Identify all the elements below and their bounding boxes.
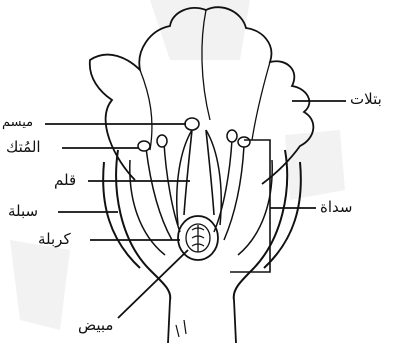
leader-lines [45,101,346,318]
label-petals: بتلات [350,92,382,107]
sepal-left [116,150,170,300]
leader-ovary [118,250,188,318]
style-tube [184,130,214,215]
label-carpel: كربلة [38,232,71,247]
watermark [10,0,345,330]
stem-left [168,300,170,343]
stem-right [234,300,236,343]
inner-wall-right [238,160,272,255]
stigma-head [185,118,199,130]
label-ovary: مبيض [78,318,113,333]
anthers [138,130,250,151]
label-filament: سداة [320,200,352,215]
petal-fold-left [140,70,152,150]
label-stigma: ميسم [2,116,33,129]
label-anther: المُتك [6,140,41,155]
label-sepal: سبلة [8,204,38,219]
label-style: قلم [54,173,76,188]
petal-fold-right [252,62,270,140]
stem-mark [176,320,186,337]
